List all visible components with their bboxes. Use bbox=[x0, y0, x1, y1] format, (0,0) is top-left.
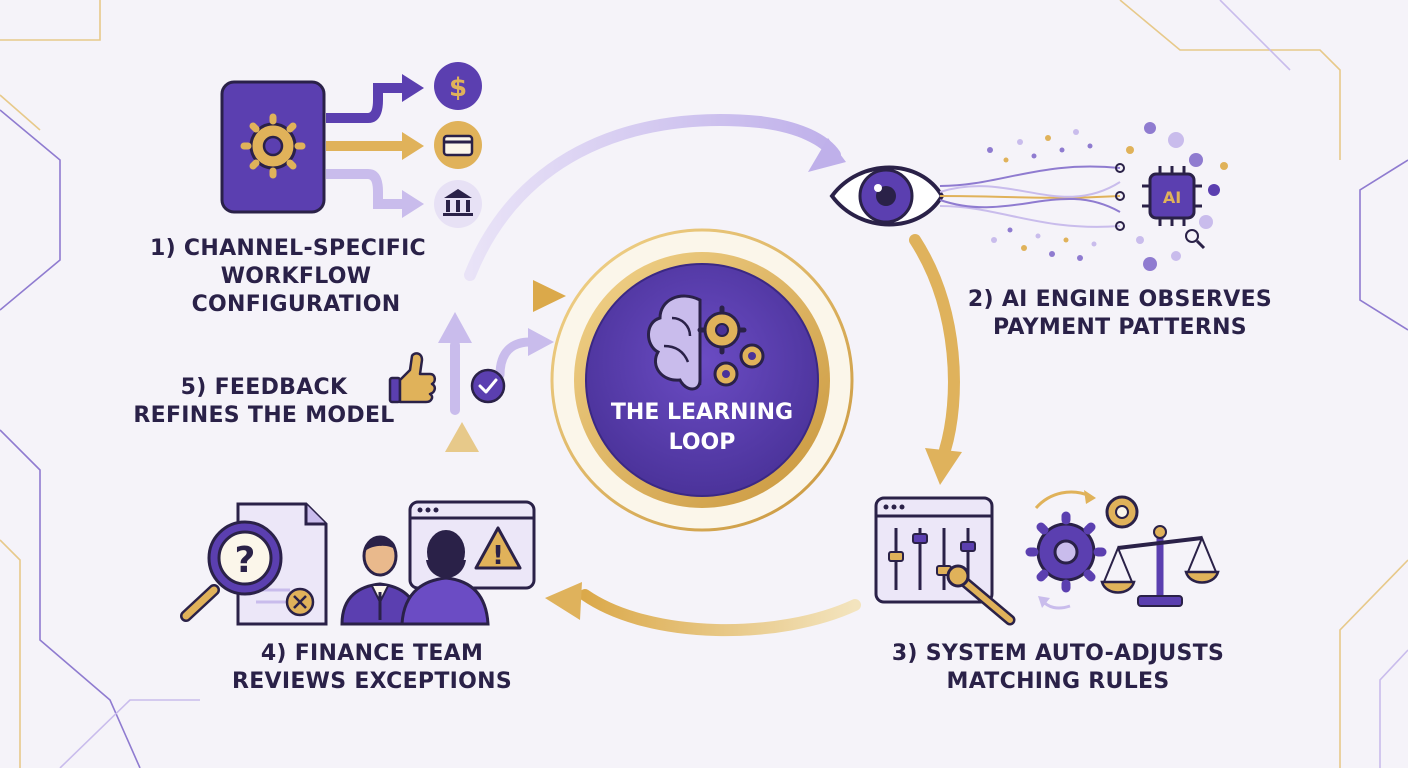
step-2-icons: AI bbox=[829, 122, 1228, 271]
center-core bbox=[550, 228, 854, 532]
step-4-line-2: REVIEWS EXCEPTIONS bbox=[231, 669, 513, 694]
step-2-line-1: 2) AI ENGINE OBSERVES bbox=[967, 287, 1273, 312]
step-3-line-1: 3) SYSTEM AUTO-ADJUSTS bbox=[891, 641, 1225, 666]
step-5-icons bbox=[388, 352, 506, 404]
step-5-label: 5) FEEDBACK REFINES THE MODEL bbox=[132, 374, 396, 430]
magnifier-question-icon: ? bbox=[180, 520, 283, 622]
step-3-label: 3) SYSTEM AUTO-ADJUSTS MATCHING RULES bbox=[872, 640, 1244, 696]
question-mark: ? bbox=[235, 540, 256, 581]
dollar-icon: $ bbox=[434, 62, 482, 110]
step-1-line-1: 1) CHANNEL-SPECIFIC bbox=[150, 236, 426, 261]
step-4-label: 4) FINANCE TEAM REVIEWS EXCEPTIONS bbox=[212, 640, 532, 696]
gear-icon bbox=[697, 305, 765, 387]
step-1-label: 1) CHANNEL-SPECIFIC WORKFLOW CONFIGURATI… bbox=[150, 235, 426, 319]
step-2-line-2: PAYMENT PATTERNS bbox=[993, 315, 1247, 340]
step-3-line-2: MATCHING RULES bbox=[946, 669, 1170, 694]
magnifier-icon bbox=[1185, 229, 1206, 250]
step-5-line-2: REFINES THE MODEL bbox=[133, 403, 395, 428]
credit-card-icon bbox=[434, 121, 482, 169]
step-1-line-2: WORKFLOW bbox=[220, 264, 372, 289]
center-title: THE LEARNING LOOP bbox=[584, 398, 820, 458]
bank-icon bbox=[434, 180, 482, 228]
step-2-label: 2) AI ENGINE OBSERVES PAYMENT PATTERNS bbox=[960, 286, 1280, 342]
ai-chip-icon: AI bbox=[1142, 166, 1202, 226]
step-1-line-3: CONFIGURATION bbox=[191, 292, 401, 317]
thumbs-up-icon bbox=[388, 352, 436, 404]
step-5-line-1: 5) FEEDBACK bbox=[180, 375, 348, 400]
warning-mark: ! bbox=[492, 541, 504, 571]
gear-icon bbox=[1025, 490, 1139, 610]
step-4-line-1: 4) FINANCE TEAM bbox=[260, 641, 484, 666]
data-dots bbox=[987, 122, 1228, 271]
scales-icon bbox=[1100, 525, 1220, 607]
loop-arrows bbox=[403, 113, 962, 637]
center-title-line-1: THE LEARNING bbox=[610, 400, 794, 425]
check-circle-icon bbox=[470, 368, 506, 404]
brain-icon bbox=[647, 294, 702, 391]
gear-icon bbox=[240, 113, 306, 179]
step-1-icons: $ bbox=[220, 62, 482, 228]
eye-icon bbox=[829, 165, 945, 227]
ai-chip-label: AI bbox=[1163, 188, 1181, 207]
step-3-icons bbox=[874, 490, 1220, 626]
people-icon bbox=[340, 530, 490, 626]
center-title-line-2: LOOP bbox=[668, 430, 736, 455]
data-streams bbox=[939, 165, 1121, 228]
wrench-icon bbox=[946, 564, 1016, 626]
svg-text:$: $ bbox=[449, 73, 467, 103]
step-4-icons: ? ! bbox=[180, 500, 536, 626]
